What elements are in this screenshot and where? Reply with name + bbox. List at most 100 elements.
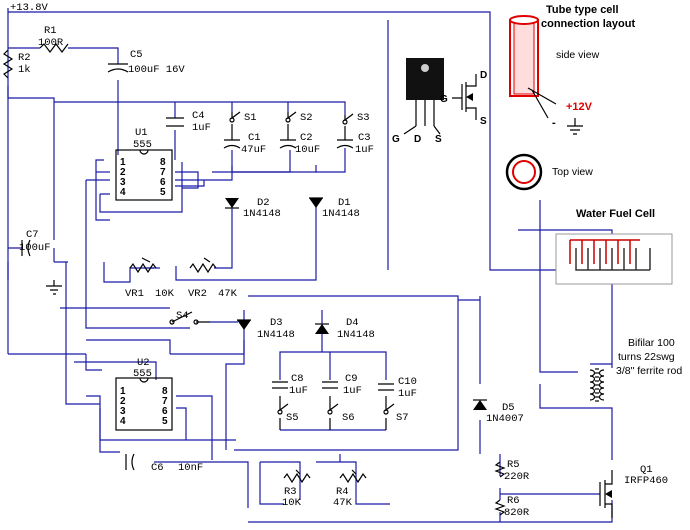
tube-title-2: connection layout	[541, 18, 635, 30]
d4-value: 1N4148	[337, 329, 375, 341]
mosfet-package-s: S	[435, 134, 442, 145]
mosfet-package-d: D	[414, 134, 421, 145]
vr1-symbol	[129, 262, 157, 274]
u2-pin8: 8	[162, 386, 168, 397]
r3-symbol	[283, 472, 311, 484]
c7-name: C7	[26, 229, 39, 241]
mosfet-symbol-s: S	[480, 116, 487, 127]
u2-name: U2	[137, 357, 150, 369]
c4-name: C4	[192, 110, 205, 122]
u2-pin6: 6	[162, 406, 168, 417]
r5-value: 220R	[504, 471, 530, 483]
tube-top	[509, 15, 539, 25]
bifilar-core	[595, 368, 599, 402]
r3-name: R3	[284, 486, 297, 498]
r2-name: R2	[18, 52, 31, 64]
c7-value: 100uF	[19, 242, 51, 254]
c1-symbol	[223, 130, 241, 149]
q1-value: IRFP460	[624, 475, 668, 487]
supply-label: +13.8V	[10, 2, 49, 14]
c2-name: C2	[300, 132, 313, 144]
u1-pin4: 4	[120, 187, 126, 198]
vr2-value: 47K	[218, 288, 238, 300]
c2-symbol	[279, 130, 297, 149]
r1-value: 100R	[38, 37, 64, 49]
r4-symbol	[339, 472, 367, 484]
q1-name: Q1	[640, 464, 653, 476]
c6-value: 10nF	[178, 462, 203, 474]
wfc-plates-red	[569, 239, 640, 264]
r2-symbol	[2, 49, 14, 79]
s7-contact	[383, 409, 389, 415]
c8-symbol	[272, 381, 288, 389]
s1-contact	[229, 117, 235, 123]
vr1-value: 10K	[155, 288, 175, 300]
u1-name: U1	[135, 127, 148, 139]
d2-name: D2	[257, 197, 270, 209]
s5-label: S5	[286, 412, 299, 424]
tube-inner	[513, 21, 535, 95]
tube-top-outer	[505, 153, 543, 191]
u1-pin3: 3	[120, 177, 126, 188]
r6-name: R6	[507, 495, 520, 507]
d4-symbol	[315, 324, 329, 334]
r3-value: 10K	[282, 497, 302, 509]
r4-name: R4	[336, 486, 349, 498]
r3-wiper	[295, 469, 301, 475]
plus12-label: +12V	[566, 101, 593, 113]
d3-name: D3	[270, 317, 283, 329]
u2-pin1: 1	[120, 386, 126, 397]
ground-tube	[567, 118, 583, 135]
r4-value: 47K	[333, 497, 353, 509]
c4-symbol	[166, 117, 184, 127]
u2-pin2: 2	[120, 396, 126, 407]
s4-label: S4	[176, 310, 189, 322]
d1-value: 1N4148	[322, 208, 360, 220]
r5-name: R5	[507, 459, 520, 471]
c5-name: C5	[130, 49, 143, 61]
c10-name: C10	[398, 376, 417, 388]
bifilar-line2: turns 22swg	[618, 351, 675, 363]
r4-wiper	[351, 469, 357, 475]
mosfet-package-g: G	[392, 134, 400, 145]
minus-label: -	[552, 117, 556, 129]
d5-name: D5	[502, 402, 515, 414]
c3-value: 1uF	[355, 144, 374, 156]
u2-pin7: 7	[162, 396, 168, 407]
u2-notch	[139, 377, 149, 383]
s6-label: S6	[342, 412, 355, 424]
s7-label: S7	[396, 412, 409, 424]
wiring	[7, 8, 613, 523]
u2-chip: 555	[133, 368, 152, 380]
bifilar-coil-left	[589, 369, 596, 401]
mosfet-symbol-g: G	[440, 94, 448, 105]
u2-pin5: 5	[162, 416, 168, 427]
r6-symbol	[494, 499, 506, 516]
ground-c7	[46, 280, 62, 295]
wfc-plates-dark	[575, 248, 651, 271]
c9-symbol	[322, 381, 338, 389]
u1-pin1: 1	[120, 157, 126, 168]
mosfet-package-pointers	[403, 125, 441, 135]
s4-contact-b	[193, 319, 199, 325]
d1-symbol	[309, 198, 323, 208]
u1-chip: 555	[133, 139, 152, 151]
r1-name: R1	[44, 25, 57, 37]
s3-contact	[342, 119, 348, 125]
s5-contact	[277, 409, 283, 415]
u1-pin2: 2	[120, 167, 126, 178]
c1-name: C1	[248, 132, 261, 144]
r6-value: 820R	[504, 507, 530, 519]
mosfet-symbol-d: D	[480, 70, 487, 81]
u1-pin6: 6	[160, 177, 166, 188]
d2-value: 1N4148	[243, 208, 281, 220]
tube-top-inner	[512, 160, 536, 184]
vr1-wiper	[141, 257, 151, 263]
c3-symbol	[336, 132, 354, 149]
top-view-label: Top view	[552, 166, 593, 178]
s6-contact	[327, 409, 333, 415]
r1-symbol	[39, 43, 69, 53]
c1-value: 47uF	[241, 144, 266, 156]
